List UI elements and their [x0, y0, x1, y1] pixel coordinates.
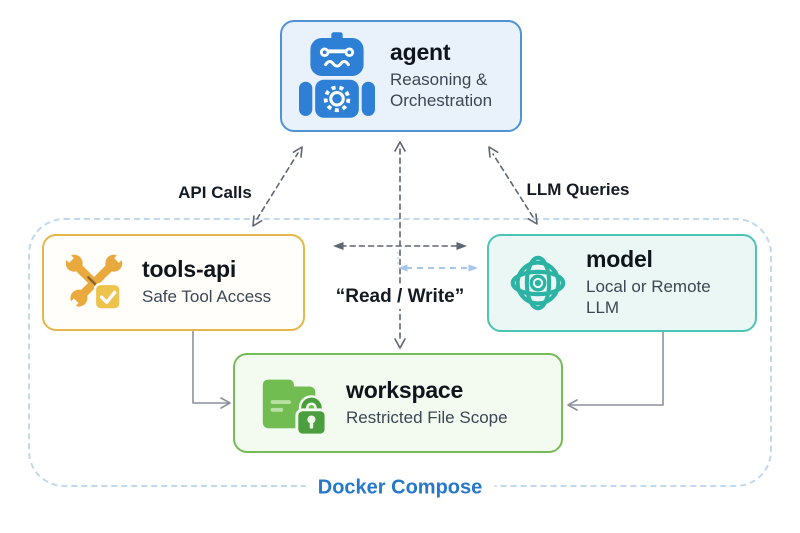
- arrowhead-downleft: [252, 215, 263, 227]
- agent-subtitle: Reasoning & Orchestration: [390, 69, 493, 111]
- robot-icon: [299, 32, 375, 118]
- arrowhead-left-solid: [567, 399, 578, 411]
- arrowhead-left: [333, 242, 344, 250]
- folder-lock-icon: [262, 379, 328, 437]
- api-calls-label: API Calls: [178, 183, 252, 202]
- model-node: model Local or Remote LLM: [487, 234, 757, 332]
- arrowhead-upright: [292, 146, 303, 158]
- arrowhead-upleft: [488, 146, 499, 158]
- read-write-light-arrow: [397, 252, 478, 272]
- arrowhead-up: [394, 141, 406, 152]
- workspace-node: workspace Restricted File Scope: [233, 353, 563, 453]
- arrowhead-down: [394, 338, 406, 349]
- model-subtitle: Local or Remote LLM: [586, 276, 711, 318]
- agent-title: agent: [390, 38, 451, 65]
- model-workspace-arrow-line: [569, 331, 664, 406]
- tools-api-node: tools-api Safe Tool Access: [42, 234, 305, 331]
- arrowhead-right-solid: [220, 397, 231, 409]
- wrench-check-icon: [62, 250, 126, 311]
- model-agent-arrow-line: [492, 153, 534, 218]
- workspace-subtitle: Restricted File Scope: [346, 407, 508, 427]
- model-title: model: [586, 245, 653, 272]
- tools-api-title: tools-api: [142, 256, 237, 283]
- tools-api-subtitle: Safe Tool Access: [142, 287, 272, 306]
- agent-node: agent Reasoning & Orchestration: [280, 20, 522, 132]
- workspace-title: workspace: [346, 376, 464, 403]
- read-write-label: “Read / Write”: [329, 285, 471, 309]
- atom-icon: [510, 255, 566, 311]
- tools-agent-arrow-line: [256, 152, 299, 220]
- llm-queries-label: LLM Queries: [526, 180, 630, 199]
- arrowhead-right: [456, 242, 467, 250]
- arrowhead-downright: [527, 213, 538, 225]
- tools-workspace-arrow-line: [192, 330, 229, 404]
- docker-compose-label: Docker Compose: [305, 476, 495, 500]
